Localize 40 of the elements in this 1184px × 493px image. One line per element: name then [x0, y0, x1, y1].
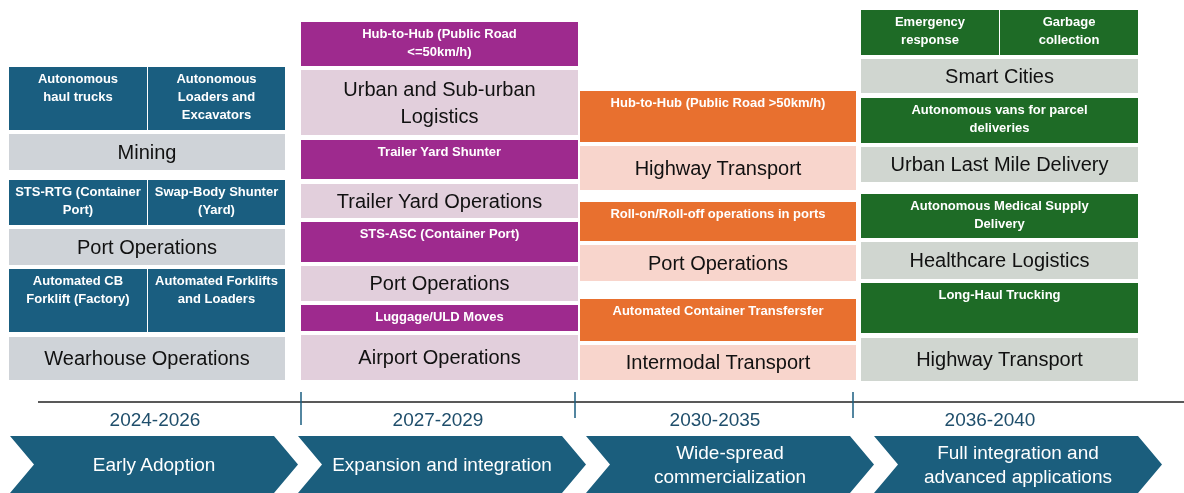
- application-area-box: Airport Operations: [301, 335, 578, 380]
- phase-banner: Full integration and advanced applications: [874, 436, 1162, 493]
- application-area-box: Wearhouse Operations: [9, 337, 285, 380]
- vehicle-type-box: Automated Container Transfersfer: [580, 299, 856, 341]
- vehicle-type-box: STS-ASC (Container Port): [301, 222, 578, 262]
- vehicle-type-box: Luggage/ULD Moves: [301, 305, 578, 331]
- vehicle-type-box: Long-Haul Trucking: [861, 283, 1138, 333]
- vehicle-type-box: Autonomous Medical Supply Delivery: [861, 194, 1138, 238]
- vehicle-type-box: Autonomous vans for parcel deliveries: [861, 98, 1138, 143]
- phase-banner: Early Adoption: [10, 436, 298, 493]
- vehicle-type-box: Hub-to-Hub (Public Road <=50km/h): [301, 22, 578, 66]
- vehicle-type-box: Emergency response: [861, 10, 999, 55]
- application-area-box: Mining: [9, 134, 285, 170]
- vehicle-type-box: Automated CB Forklift (Factory): [9, 269, 147, 332]
- year-range-label: 2024-2026: [109, 408, 201, 432]
- application-area-box: Highway Transport: [580, 146, 856, 190]
- vehicle-type-box: Swap-Body Shunter (Yard): [148, 180, 285, 225]
- vehicle-type-box: Garbage collection: [1000, 10, 1138, 55]
- application-area-box: Intermodal Transport: [580, 345, 856, 380]
- phase-banner: Wide-spread commercialization: [586, 436, 874, 493]
- application-area-box: Port Operations: [580, 245, 856, 281]
- vehicle-type-box: Automated Forklifts and Loaders: [148, 269, 285, 332]
- vehicle-type-box: Roll-on/Roll-off operations in ports: [580, 202, 856, 241]
- year-range-label: 2030-2035: [669, 408, 761, 432]
- application-area-box: Trailer Yard Operations: [301, 184, 578, 218]
- vehicle-type-box: Hub-to-Hub (Public Road >50km/h): [580, 91, 856, 142]
- vehicle-type-box: Autonomous haul trucks: [9, 67, 147, 130]
- application-area-box: Highway Transport: [861, 338, 1138, 381]
- application-area-box: Port Operations: [9, 229, 285, 265]
- application-area-box: Healthcare Logistics: [861, 242, 1138, 279]
- vehicle-type-box: STS-RTG (Container Port): [9, 180, 147, 225]
- application-area-box: Port Operations: [301, 266, 578, 301]
- application-area-box: Urban and Sub-urban Logistics: [301, 70, 578, 135]
- year-range-label: 2027-2029: [392, 408, 484, 432]
- vehicle-type-box: Trailer Yard Shunter: [301, 140, 578, 179]
- year-range-label: 2036-2040: [944, 408, 1036, 432]
- application-area-box: Urban Last Mile Delivery: [861, 147, 1138, 182]
- vehicle-type-box: Autonomous Loaders and Excavators: [148, 67, 285, 130]
- phase-banner: Expansion and integration: [298, 436, 586, 493]
- application-area-box: Smart Cities: [861, 59, 1138, 93]
